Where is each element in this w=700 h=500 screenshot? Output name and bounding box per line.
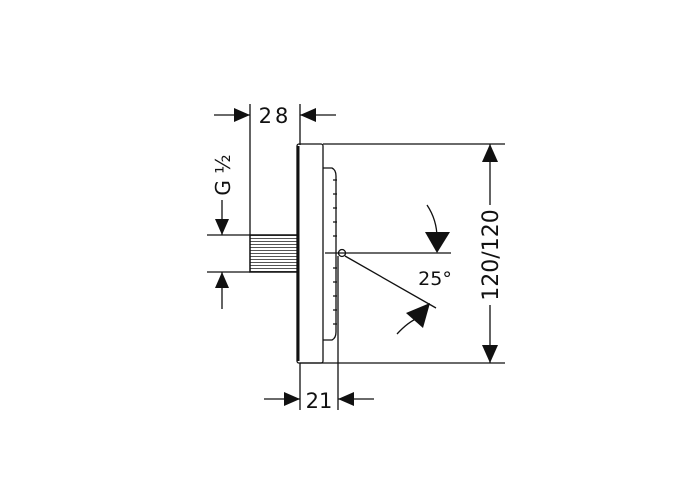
spray-nozzles: [333, 179, 337, 325]
shower-head-body: [296, 143, 347, 364]
threaded-connector: [249, 234, 299, 273]
dimension-label-28: 28: [259, 104, 292, 128]
dimension-label-angle: 25°: [418, 268, 452, 290]
dimension-label-120: 120/120: [479, 209, 504, 300]
dimension-head-depth: 21: [264, 256, 374, 413]
dimension-height: 120/120: [300, 143, 505, 364]
dimension-connection-depth: 28: [214, 104, 336, 235]
dimension-label-21: 21: [306, 389, 333, 413]
dimension-thread: G ½: [207, 154, 250, 309]
dimension-label-thread: G ½: [211, 154, 235, 195]
dimension-tilt-angle: 25°: [325, 204, 452, 335]
